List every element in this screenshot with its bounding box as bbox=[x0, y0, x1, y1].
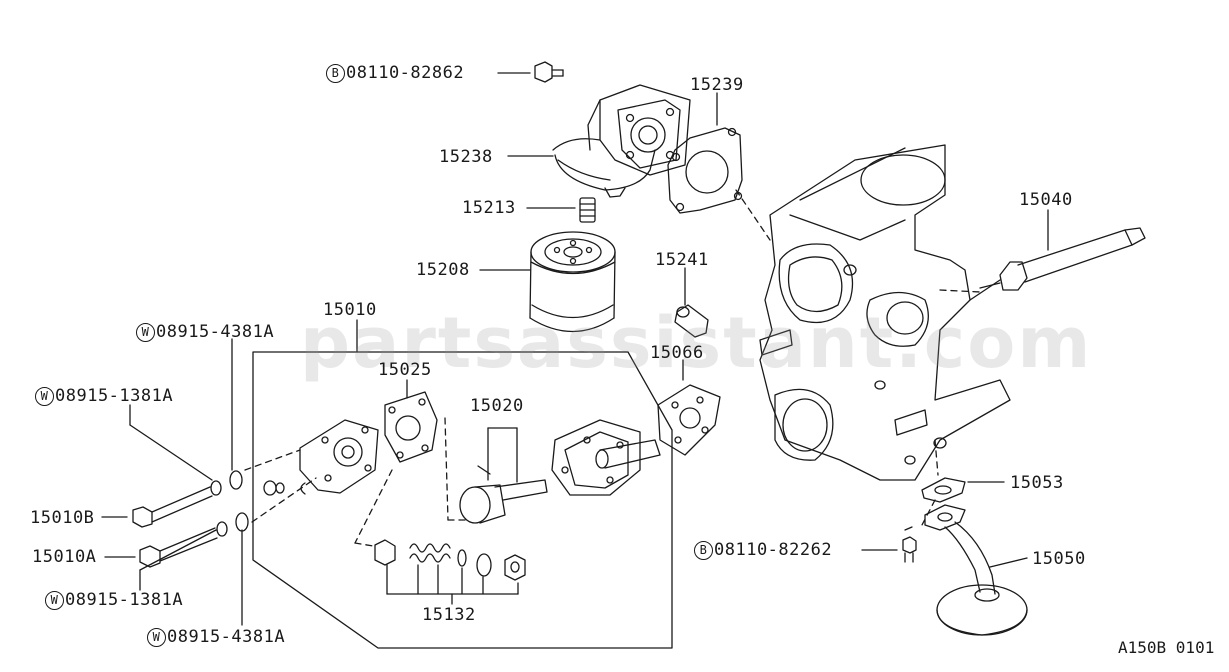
gasket-15025 bbox=[384, 391, 438, 463]
bolt-symbol: B bbox=[326, 64, 345, 83]
gasket-15053 bbox=[921, 477, 966, 503]
part-label-15238: 15238 bbox=[439, 147, 493, 167]
part-label-15053: 15053 bbox=[1010, 473, 1064, 493]
part-label-15010b: 15010B bbox=[30, 508, 95, 528]
oil-strainer-15050 bbox=[924, 504, 1028, 636]
bolt-symbol: B bbox=[694, 541, 713, 560]
washers bbox=[210, 470, 249, 537]
part-label-15132: 15132 bbox=[422, 605, 476, 625]
bolt-bottom bbox=[902, 526, 917, 563]
engine-block bbox=[759, 144, 1011, 481]
washer-symbol: W bbox=[147, 628, 166, 647]
gasket-15066 bbox=[657, 384, 721, 456]
part-number: 08915-4381A bbox=[156, 322, 275, 342]
plug-15241 bbox=[674, 304, 709, 338]
part-label-15040: 15040 bbox=[1019, 190, 1073, 210]
washer-symbol: W bbox=[136, 323, 155, 342]
part-label-15208: 15208 bbox=[416, 260, 470, 280]
diagram-code: A150B 0101 bbox=[1118, 638, 1215, 657]
alignment-dashes bbox=[244, 189, 981, 547]
oil-filter-15208 bbox=[529, 231, 616, 333]
rotor-15020 bbox=[459, 465, 548, 524]
part-label-15066: 15066 bbox=[650, 343, 704, 363]
part-label-15010a: 15010A bbox=[32, 547, 97, 567]
watermark: partsassistant.com bbox=[300, 302, 1093, 384]
part-label-15213: 15213 bbox=[462, 198, 516, 218]
oil-level-gauge bbox=[979, 227, 1146, 291]
part-label-15010: 15010 bbox=[323, 300, 377, 320]
bolt-top bbox=[534, 61, 564, 83]
washer-symbol: W bbox=[35, 387, 54, 406]
oil-pump-body bbox=[551, 419, 661, 496]
part-number: 08110-82862 bbox=[346, 63, 465, 83]
oil-cooler-housing bbox=[552, 84, 691, 198]
part-number: 08915-4381A bbox=[167, 627, 286, 647]
bolt-15010a bbox=[139, 527, 218, 568]
part-number: 08915-1381A bbox=[65, 590, 184, 610]
gasket-15239 bbox=[667, 127, 743, 214]
part-number: 08915-1381A bbox=[55, 386, 174, 406]
pump-small-parts bbox=[263, 480, 306, 496]
leader-lines bbox=[101, 72, 1049, 626]
part-label-15241: 15241 bbox=[655, 250, 709, 270]
assembly-15010-bracket bbox=[252, 351, 673, 649]
part-label-15050: 15050 bbox=[1032, 549, 1086, 569]
part-label-15020: 15020 bbox=[470, 396, 524, 416]
part-number: 08110-82262 bbox=[714, 540, 833, 560]
bolt-15010b bbox=[132, 486, 213, 528]
washer-symbol: W bbox=[45, 591, 64, 610]
pump-cover bbox=[299, 419, 379, 494]
connector-15213 bbox=[579, 197, 596, 223]
part-label-15239: 15239 bbox=[690, 75, 744, 95]
part-label-15025: 15025 bbox=[378, 360, 432, 380]
relief-valve-set bbox=[374, 539, 526, 581]
